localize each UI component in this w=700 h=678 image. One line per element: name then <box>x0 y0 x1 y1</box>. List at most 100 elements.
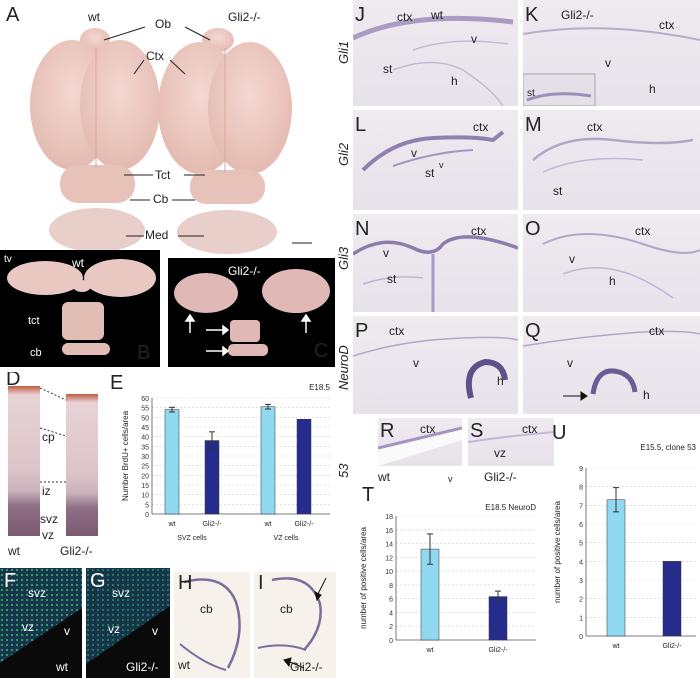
g-v: v <box>152 624 158 638</box>
group-label: SVZ cells <box>177 535 207 542</box>
panel-n-image <box>353 235 518 312</box>
g-svz: svz <box>112 586 130 600</box>
d-svz: svz <box>40 512 58 526</box>
y-tick-label: 3 <box>579 578 583 585</box>
l-v: v <box>411 146 417 160</box>
a-wt-label: wt <box>88 10 100 24</box>
panel-a-brains <box>30 26 312 254</box>
y-tick-label: 14 <box>385 542 393 549</box>
panel-b-image <box>7 259 156 355</box>
j-h: h <box>451 74 458 88</box>
panel-g: G svz vz v Gli2-/- <box>86 568 170 678</box>
x-tick-label: Gli2-/- <box>294 521 314 528</box>
panel-d: D cp iz svz vz wt Gli2-/- <box>0 372 108 562</box>
x-tick-label: wt <box>426 647 434 654</box>
y-tick-label: 4 <box>389 610 393 617</box>
x-tick-label: wt <box>168 521 176 528</box>
x-tick-label: wt <box>264 521 272 528</box>
gene-neurod: NeuroD <box>336 345 351 390</box>
x-tick-label: wt <box>612 643 620 650</box>
j-st: st <box>383 62 393 76</box>
chart-annotation: E18.5 NeuroD <box>485 503 536 512</box>
b-tct: tct <box>28 315 40 327</box>
panel-r-image <box>378 426 462 466</box>
q-h: h <box>643 388 650 402</box>
panel-j: J ctx wt v st h <box>353 0 518 106</box>
f-svz: svz <box>28 586 46 600</box>
r-ctx: ctx <box>420 422 436 436</box>
k-v: v <box>605 56 611 70</box>
panel-c: Gli2-/- C <box>168 258 335 367</box>
panel-a-letter: A <box>6 4 20 26</box>
y-tick-label: 60 <box>141 396 149 403</box>
o-h: h <box>609 274 616 288</box>
y-tick-label: 15 <box>141 483 149 490</box>
ko-brain <box>158 28 292 254</box>
panel-o-letter: O <box>525 218 541 240</box>
g-ko: Gli2-/- <box>126 660 159 674</box>
panel-c-letter: C <box>314 340 329 362</box>
m-ctx: ctx <box>587 120 603 134</box>
panel-m-letter: M <box>525 114 542 136</box>
panel-o: O ctx v h <box>523 214 700 312</box>
panel-s: S ctx vz <box>468 418 554 466</box>
y-axis-label: number of positive cells/area <box>553 501 562 603</box>
bar <box>260 406 276 515</box>
y-tick-label: 35 <box>141 444 149 451</box>
panel-h-image <box>179 578 241 671</box>
d-ko: Gli2-/- <box>60 544 93 558</box>
s-ko: Gli2-/- <box>484 470 517 484</box>
gene-gli3: Gli3 <box>336 246 351 270</box>
x-tick-label: Gli2-/- <box>488 647 508 654</box>
panel-s-letter: S <box>470 420 484 442</box>
panel-p-letter: P <box>355 320 369 342</box>
panel-s-image <box>468 431 554 443</box>
bar <box>204 440 220 515</box>
group-label: VZ cells <box>274 535 299 542</box>
panel-r: R ctx <box>378 418 462 466</box>
n-st: st <box>387 272 397 286</box>
bar <box>164 409 180 515</box>
l-st: st <box>425 166 435 180</box>
c-ko: Gli2-/- <box>228 264 261 278</box>
f-v: v <box>64 624 70 638</box>
y-tick-label: 0 <box>579 634 583 641</box>
panel-l: L ctx v st v <box>353 110 518 210</box>
a-med-label: Med <box>145 228 169 242</box>
j-v: v <box>471 32 477 46</box>
n-v: v <box>383 246 389 260</box>
panel-p-image <box>353 336 518 399</box>
n-ctx: ctx <box>471 224 487 238</box>
panel-c-image <box>174 269 330 357</box>
b-cb: cb <box>30 347 42 359</box>
panel-m-image <box>532 137 694 173</box>
panel-i: I cb Gli2-/- <box>254 572 336 678</box>
panel-u-letter: U <box>552 422 567 444</box>
b-tv: tv <box>4 254 12 265</box>
chart-annotation: E15.5, clone 53 <box>640 443 696 452</box>
panel-n: N ctx v st <box>353 214 518 312</box>
y-tick-label: 5 <box>579 541 583 548</box>
panel-b: tv wt tct cb B <box>0 250 160 367</box>
y-tick-label: 5 <box>145 502 149 509</box>
panel-r-letter: R <box>380 420 395 442</box>
a-ob-label: Ob <box>155 17 172 31</box>
i-ko: Gli2-/- <box>290 660 323 674</box>
a-ko-label: Gli2-/- <box>228 10 261 24</box>
panel-t-letter: T <box>362 484 375 506</box>
panel-q-image <box>523 330 700 401</box>
k-h: h <box>649 82 656 96</box>
y-tick-label: 25 <box>141 464 149 471</box>
bar <box>296 419 312 515</box>
j-ctx: ctx <box>397 10 413 24</box>
x-tick-label: Gli2-/- <box>662 643 682 650</box>
y-tick-label: 55 <box>141 406 149 413</box>
gene-gli2: Gli2 <box>336 142 351 166</box>
panel-m: M ctx st <box>523 110 700 210</box>
a-tct-label: Tct <box>155 168 171 182</box>
panel-g-letter: G <box>90 570 106 592</box>
panel-i-image <box>257 577 327 669</box>
